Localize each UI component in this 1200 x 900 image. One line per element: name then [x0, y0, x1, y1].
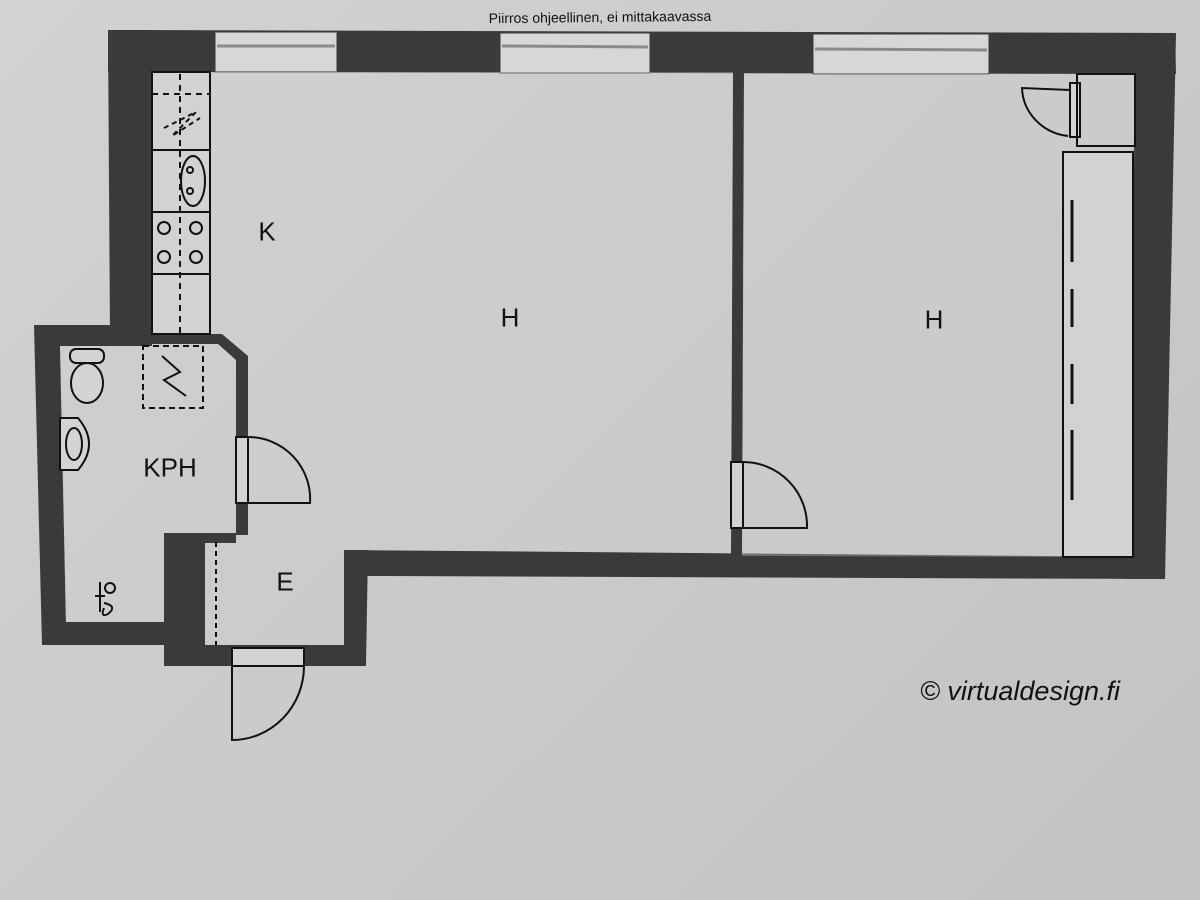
walls — [34, 30, 1176, 666]
wall-kitchen-left — [108, 30, 152, 334]
floors — [60, 72, 1136, 622]
windows — [214, 31, 990, 75]
wall-entrance-right — [344, 550, 368, 666]
door-bedroom-icon — [730, 461, 809, 529]
room-label-entrance: E — [276, 566, 294, 597]
window-kitchen — [214, 31, 338, 73]
washbasin-icon — [59, 417, 90, 471]
wall-bath-left — [34, 325, 152, 645]
bathroom-fixtures — [59, 345, 204, 617]
room-label-living-room: H — [500, 302, 520, 333]
room-label-bathroom: KPH — [143, 452, 197, 483]
kitchen-counter — [151, 71, 211, 335]
wall-bath-bottom — [42, 622, 170, 645]
wall-partition — [731, 72, 744, 556]
counter-outline — [151, 71, 211, 335]
window-bedroom — [812, 33, 990, 75]
wall-bottom — [344, 550, 1165, 579]
room-label-bedroom: H — [924, 304, 944, 335]
kitchen-sink — [180, 155, 206, 207]
wall-bath-right — [152, 334, 248, 535]
copyright-text: © virtualdesign.fi — [920, 676, 1120, 706]
door-entrance-icon — [231, 647, 305, 742]
door-bathroom-icon — [235, 435, 312, 504]
room-label-kitchen: K — [258, 216, 276, 247]
wardrobe-top-closet — [1076, 73, 1136, 147]
window-living — [499, 32, 651, 74]
washing-machine-icon — [142, 345, 204, 409]
shower-icon — [95, 582, 116, 617]
wardrobe-outline — [1062, 151, 1134, 558]
door-closet-icon — [1020, 82, 1081, 138]
stove-burners — [157, 221, 203, 264]
wall-right — [1126, 33, 1176, 579]
wardrobe — [1062, 73, 1136, 558]
wall-entrance-left — [164, 533, 236, 666]
toilet-icon — [69, 348, 105, 404]
doors — [231, 82, 1081, 742]
